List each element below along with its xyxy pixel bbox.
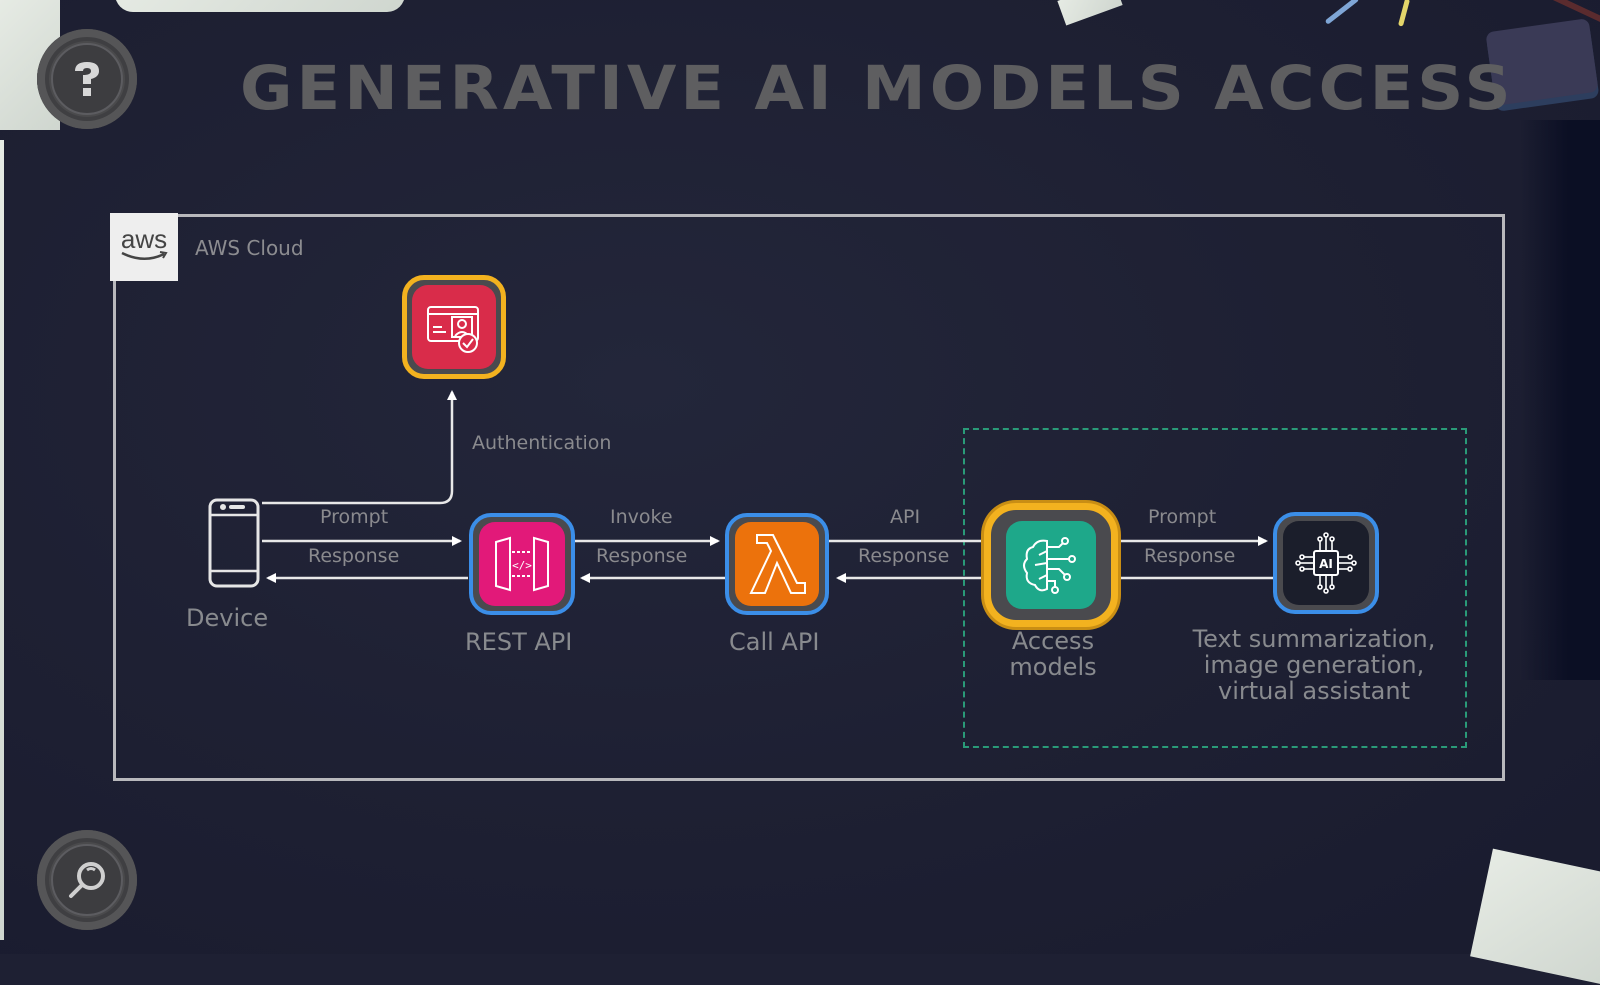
side-shadow [1520,120,1600,680]
edge-label-device-response: Response [308,545,400,567]
lambda-icon [749,534,806,594]
edge-label-model-response: Response [1144,545,1236,567]
node-label-ai-model-line2: image generation, [1203,651,1425,679]
node-access-models[interactable] [984,503,1118,627]
paper-sheet-top [115,0,405,12]
node-label-access-models-line2: models [1009,653,1097,681]
node-label-rest-api: REST API [465,628,573,656]
svg-text:</>: </> [512,559,532,572]
svg-text:AI: AI [1319,557,1333,571]
edge-label-authentication: Authentication [472,432,612,454]
background [0,0,1600,954]
node-label-ai-model: Text summarization, image generation, vi… [1174,626,1454,704]
magnifier-icon [69,862,105,898]
node-authentication[interactable] [402,275,506,379]
node-device[interactable] [207,497,261,589]
edge-label-invoke: Invoke [610,506,673,528]
connector-layer [262,390,1276,583]
ai-chip-icon: AI [1295,532,1357,594]
edge-label-rest-response: Response [596,545,688,567]
node-label-ai-model-line3: virtual assistant [1218,677,1410,705]
aws-cloud-container [113,214,1505,781]
aws-logo: aws [110,213,178,281]
node-call-api[interactable] [725,513,829,615]
search-button[interactable] [37,830,137,930]
edge-label-lambda-response: Response [858,545,950,567]
aws-smile-icon [121,251,168,260]
node-ai-model[interactable]: AI [1273,512,1379,614]
model-group-boundary [963,428,1467,748]
node-label-call-api: Call API [729,628,820,656]
paper-sheet-left-edge [0,140,4,940]
node-label-ai-model-line1: Text summarization, [1192,625,1436,653]
edge-auth [262,390,457,505]
edge-label-model-prompt: Prompt [1148,506,1217,528]
page-title: GENERATIVE AI MODELS ACCESS [240,53,1515,125]
brain-circuit-icon [1023,537,1076,594]
question-mark-icon [75,62,99,96]
help-button[interactable] [37,29,137,129]
aws-logo-text: aws [120,224,168,254]
edge-label-device-prompt: Prompt [320,506,389,528]
aws-cloud-label: AWS Cloud [195,236,304,260]
node-label-device: Device [186,604,269,632]
identity-card-check-icon [427,306,479,353]
api-gateway-icon: </> [495,536,549,592]
edge-label-api: API [890,506,921,528]
node-rest-api[interactable]: </> [469,513,575,615]
node-label-access-models: Access models [993,628,1113,680]
mobile-device-icon [208,498,260,588]
node-label-access-models-line1: Access [1011,627,1095,655]
